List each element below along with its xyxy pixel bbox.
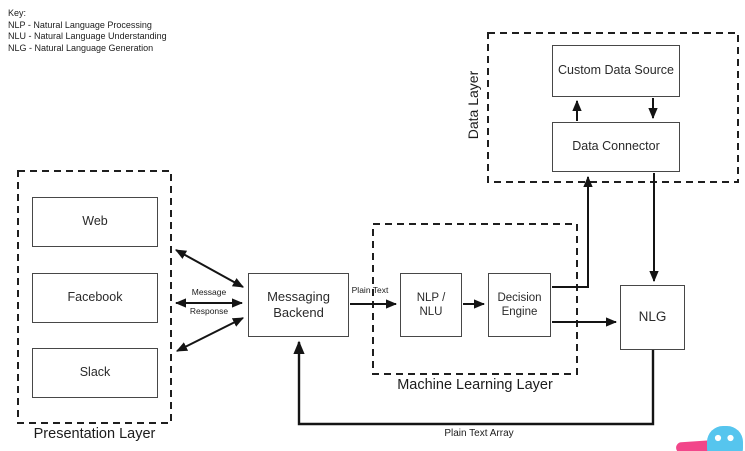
presentation-layer-outline	[17, 170, 172, 424]
edge-slack-backend-arrow	[175, 317, 245, 352]
node-nlp-nlu: NLP / NLU	[400, 273, 462, 337]
data-layer-label: Data Layer	[465, 70, 481, 140]
edge-nlg-backend-feedback-arrow	[293, 340, 655, 426]
node-messaging-backend: Messaging Backend	[248, 273, 349, 337]
presentation-layer-label: Presentation Layer	[33, 426, 156, 442]
node-decision-engine: Decision Engine	[488, 273, 551, 337]
edge-label-plain-text-array: Plain Text Array	[444, 428, 514, 439]
node-nlg: NLG	[620, 285, 685, 350]
node-data-connector: Data Connector	[552, 122, 680, 172]
key-entry-nlp: NLP - Natural Language Processing	[8, 19, 152, 30]
chatbot-mascot	[676, 426, 743, 451]
node-facebook: Facebook	[32, 273, 158, 323]
edge-web-backend-arrow	[175, 249, 244, 288]
edge-decision-dataconnector-arrow	[552, 175, 593, 288]
mascot-eye-left	[714, 434, 722, 442]
edge-label-message: Message	[191, 287, 227, 297]
mascot-head	[707, 426, 743, 451]
edge-label-response: Response	[189, 306, 229, 316]
key-entry-nlu: NLU - Natural Language Understanding	[8, 31, 167, 41]
machine-learning-layer-outline	[372, 223, 578, 375]
node-custom-data-source: Custom Data Source	[552, 45, 680, 97]
mascot-eye-right	[727, 434, 734, 442]
key-heading: Key:	[8, 8, 27, 18]
data-layer-outline	[487, 32, 739, 183]
node-slack: Slack	[32, 348, 158, 398]
node-web: Web	[32, 197, 158, 247]
legend-key: Key: NLP - Natural Language Processing N…	[8, 8, 167, 54]
machine-learning-layer-label: Machine Learning Layer	[397, 377, 553, 393]
key-entry-nlg: NLG - Natural Language Generation	[8, 42, 154, 53]
edge-label-plain-text: Plain Text	[351, 285, 389, 295]
